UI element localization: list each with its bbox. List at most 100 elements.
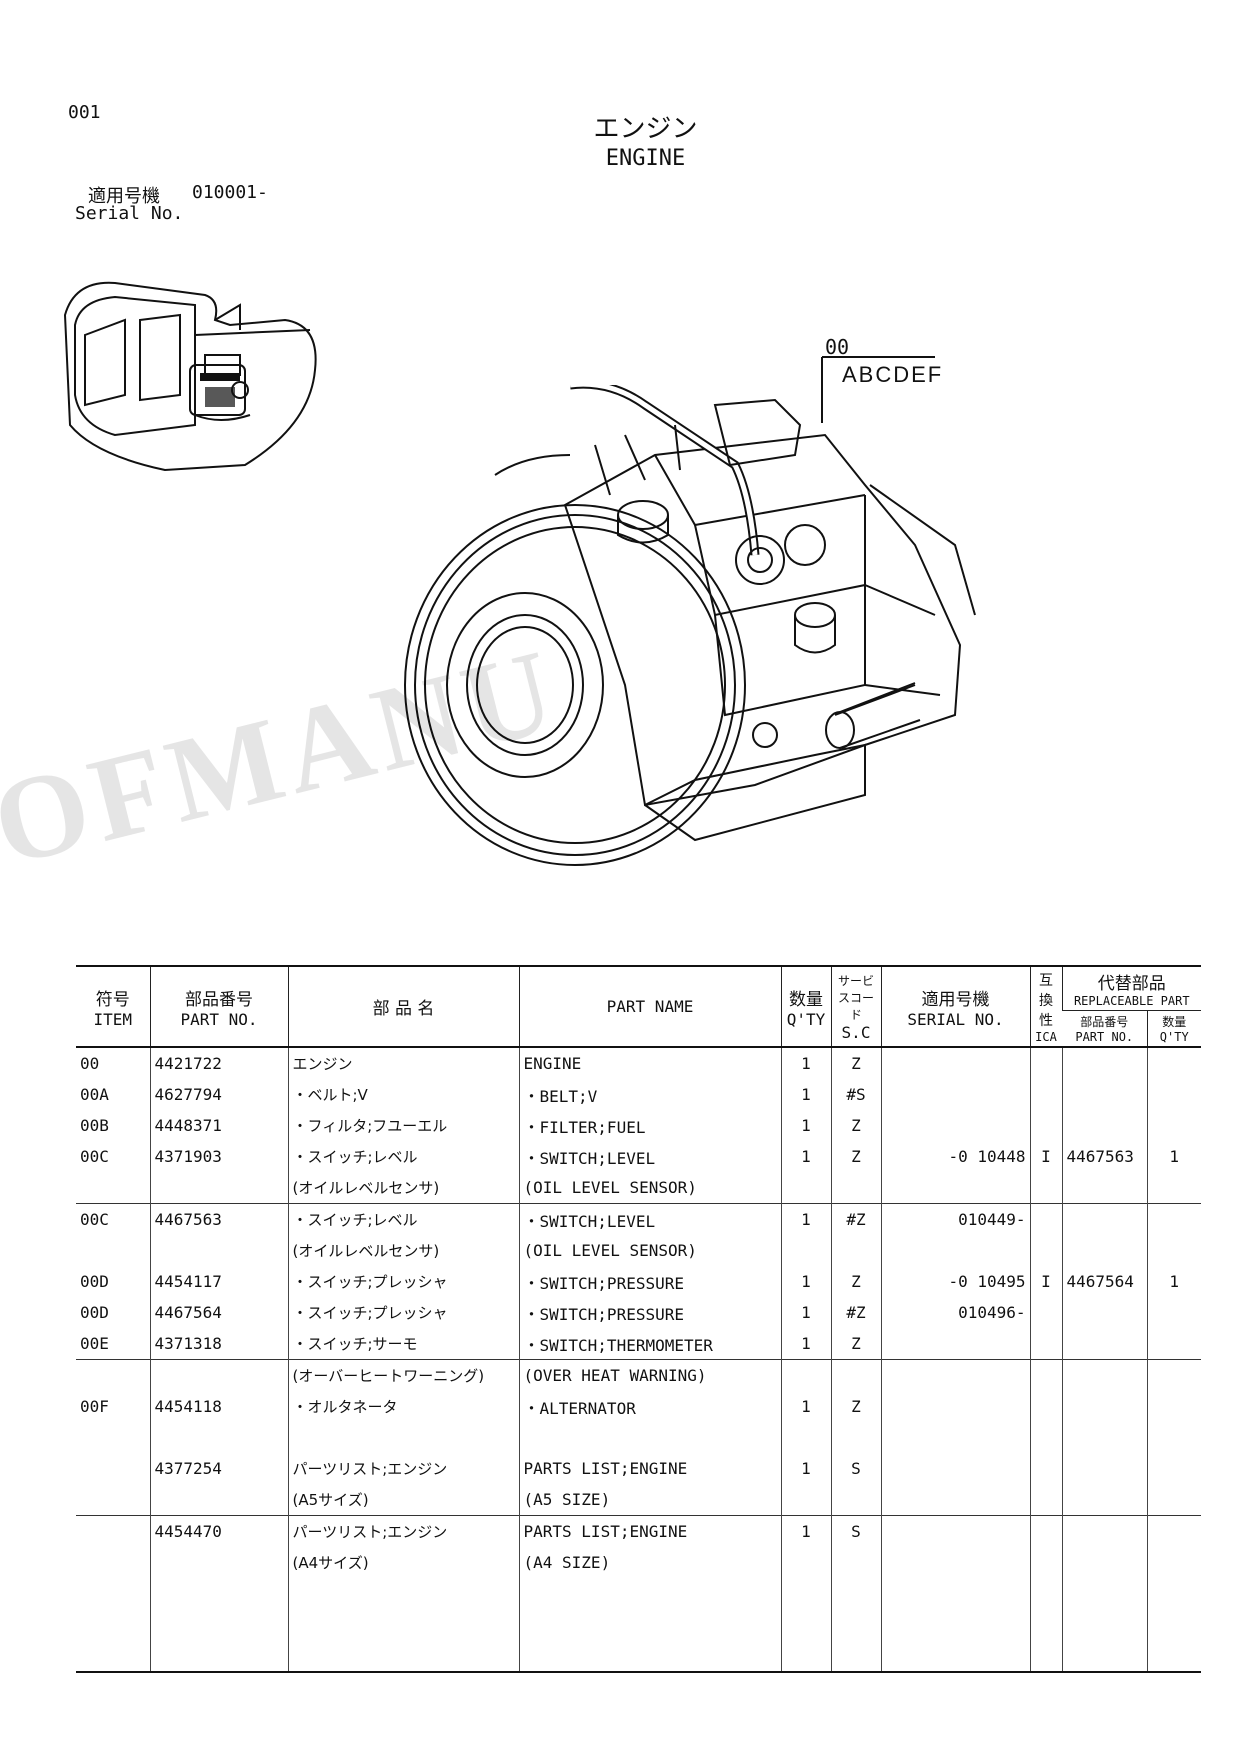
name-en-cell: (OIL LEVEL SENSOR) [518,1172,781,1204]
replace-qty-cell [1146,1203,1201,1235]
empty-cell [287,1609,519,1640]
empty-cell [880,1609,1030,1640]
table-row: (オイルレベルセンサ)(OIL LEVEL SENSOR) [76,1235,1201,1266]
page-number: 001 [68,102,101,123]
name-jp-cell: (A4サイズ) [287,1547,519,1578]
partno-cell [149,1422,288,1453]
replace-qty-cell: 1 [1146,1141,1201,1172]
replace-qty-cell [1146,1297,1201,1328]
partno-cell [149,1172,288,1204]
name-en-cell: PARTS LIST;ENGINE [518,1515,781,1547]
partno-cell: 4377254 [149,1453,288,1484]
replace-partno-cell: 4467563 [1061,1141,1147,1172]
excavator-locator-illustration [63,281,317,472]
ica-cell [1029,1297,1062,1328]
sc-cell [830,1172,881,1204]
empty-cell [1061,1640,1147,1673]
partno-cell: 4371903 [149,1141,288,1172]
qty-cell: 1 [780,1203,831,1235]
page-title-jp: エンジン [593,114,698,144]
header-sc: サービスコード S.C [830,965,881,1048]
callout-code: 00 [825,335,850,359]
header-partno: 部品番号 PART NO. [149,965,288,1048]
serial-cell [880,1235,1030,1266]
empty-cell [518,1609,781,1640]
serial-cell [880,1047,1030,1079]
replace-partno-cell [1061,1515,1147,1547]
empty-cell [149,1578,288,1609]
table-row [76,1609,1201,1640]
empty-cell [1029,1578,1062,1609]
parts-table: 符号 ITEM 部品番号 PART NO. 部 品 名 PART NAME 数量… [76,965,1201,1673]
item-cell [76,1359,150,1391]
name-en-cell: ・SWITCH;PRESSURE [518,1297,781,1328]
partno-cell [149,1359,288,1391]
qty-cell: 1 [780,1110,831,1141]
page-title-en: ENGINE [605,146,686,171]
name-jp-cell [287,1422,519,1453]
name-jp-cell: (オイルレベルセンサ) [287,1172,519,1204]
replace-partno-cell [1061,1328,1147,1360]
serial-cell [880,1484,1030,1516]
sc-cell: Z [830,1141,881,1172]
serial-cell [880,1172,1030,1204]
replace-qty-cell [1146,1547,1201,1578]
header-item: 符号 ITEM [76,965,150,1048]
name-en-cell: ・SWITCH;LEVEL [518,1203,781,1235]
header-serial: 適用号機 SERIAL NO. [880,965,1030,1048]
item-cell [76,1172,150,1204]
item-cell [76,1547,150,1578]
sc-cell [830,1235,881,1266]
ica-cell [1029,1515,1062,1547]
ica-cell [1029,1047,1062,1079]
serial-cell: 010496- [880,1297,1030,1328]
item-cell: 00B [80,1116,109,1135]
table-row [76,1640,1201,1673]
ica-cell [1029,1110,1062,1141]
serial-cell [880,1079,1030,1110]
replace-partno-cell [1061,1484,1147,1516]
item-cell: 00A [80,1085,109,1104]
replace-qty-cell [1146,1515,1201,1547]
replace-partno-cell [1061,1422,1147,1453]
sc-cell: S [830,1453,881,1484]
replace-partno-cell [1061,1172,1147,1204]
table-row: (オーバーヒートワーニング)(OVER HEAT WARNING) [76,1359,1201,1391]
empty-cell [1061,1578,1147,1609]
engine-illustration [404,385,976,866]
empty-cell [76,1609,150,1640]
header-name-en: PART NAME [518,965,781,1048]
header-ica: 互換性 ICA [1029,965,1062,1048]
item-cell: 00E [80,1334,109,1353]
name-en-cell: ・SWITCH;PRESSURE [518,1266,781,1297]
replace-qty-cell [1146,1484,1201,1516]
serial-cell [880,1547,1030,1578]
item-cell: 00C [76,1203,150,1235]
qty-cell: 1 [780,1141,831,1172]
item-cell: 00 [80,1054,100,1073]
partno-cell [149,1547,288,1578]
name-en-cell: (A4 SIZE) [518,1547,781,1578]
ica-cell [1029,1453,1062,1484]
table-row [76,1422,1201,1453]
partno-cell: 4467564 [149,1297,288,1328]
replace-qty-cell [1146,1110,1201,1141]
serial-cell: -0 10448 [880,1141,1030,1172]
replace-qty-cell [1146,1391,1201,1422]
replace-qty-cell [1146,1079,1201,1110]
sc-cell: Z [830,1266,881,1297]
empty-cell [780,1640,831,1673]
qty-cell: 1 [780,1515,831,1547]
item-cell: 00C [80,1147,109,1166]
serial-cell [880,1422,1030,1453]
item-cell [76,1422,150,1453]
ica-cell [1029,1422,1062,1453]
empty-cell [1146,1578,1201,1609]
item-cell [76,1453,150,1484]
name-jp-cell: (オイルレベルセンサ) [287,1235,519,1266]
empty-cell [76,1578,150,1609]
partno-cell: 4448371 [149,1110,288,1141]
replace-partno-cell [1061,1547,1147,1578]
name-en-cell: ・SWITCH;LEVEL [518,1141,781,1172]
